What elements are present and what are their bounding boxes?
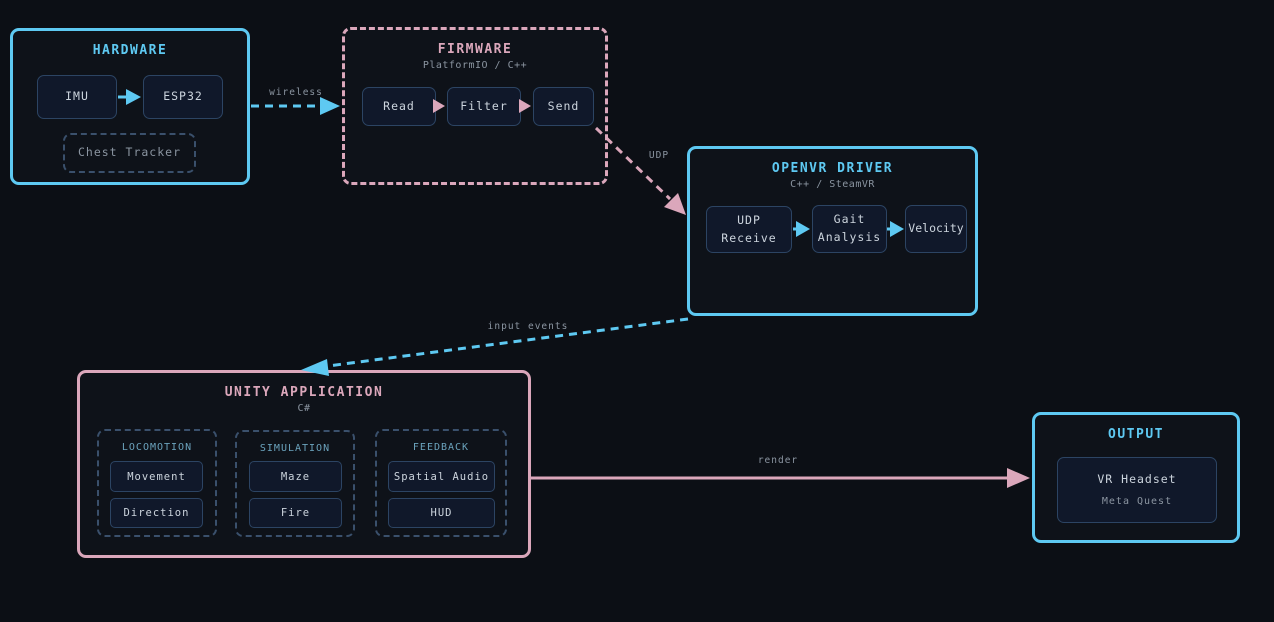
node-imu: IMU <box>37 75 117 119</box>
subgroup-simulation: SIMULATION Maze Fire <box>235 430 355 537</box>
node-fire: Fire <box>249 498 342 528</box>
simulation-title: SIMULATION <box>259 443 331 454</box>
arrow-udp <box>594 126 686 215</box>
vr-headset-label: VR Headset <box>1097 471 1177 486</box>
output-title: OUTPUT <box>1108 427 1164 442</box>
vr-headset-sublabel: Meta Quest <box>1101 495 1173 507</box>
firmware-subtitle: PlatformIO / C++ <box>422 60 528 71</box>
unity-subtitle: C# <box>297 403 311 414</box>
node-direction: Direction <box>110 498 203 528</box>
node-chest-tracker: Chest Tracker <box>63 133 196 173</box>
locomotion-title: LOCOMOTION <box>121 442 193 453</box>
edge-label-udp: UDP <box>648 150 670 161</box>
group-openvr-driver: OPENVR DRIVER C++ / SteamVR UDP Receive … <box>687 146 978 316</box>
group-output: OUTPUT VR Headset Meta Quest <box>1032 412 1240 543</box>
feedback-title: FEEDBACK <box>412 442 470 453</box>
firmware-title: FIRMWARE <box>437 42 513 57</box>
openvr-title: OPENVR DRIVER <box>771 161 894 176</box>
node-gait-analysis: Gait Analysis <box>812 205 887 253</box>
openvr-subtitle: C++ / SteamVR <box>790 179 875 190</box>
unity-title: UNITY APPLICATION <box>224 385 384 400</box>
node-vr-headset: VR Headset Meta Quest <box>1057 457 1217 523</box>
subgroup-feedback: FEEDBACK Spatial Audio HUD <box>375 429 507 537</box>
edge-label-render: render <box>757 455 799 466</box>
group-firmware: FIRMWARE PlatformIO / C++ Read Filter Se… <box>342 27 608 185</box>
group-unity-application: UNITY APPLICATION C# LOCOMOTION Movement… <box>77 370 531 558</box>
hardware-title: HARDWARE <box>92 43 168 58</box>
node-spatial-audio: Spatial Audio <box>388 461 495 492</box>
node-send: Send <box>533 87 594 126</box>
arrowhead-icon <box>1007 468 1030 488</box>
edge-label-wireless: wireless <box>269 87 323 98</box>
node-filter: Filter <box>447 87 521 126</box>
edge-label-input-events: input events <box>487 321 569 332</box>
arrowhead-icon <box>664 193 686 215</box>
arrow-wireless <box>251 97 340 115</box>
node-movement: Movement <box>110 461 203 492</box>
arrow-render <box>531 468 1030 488</box>
node-udp-receive: UDP Receive <box>706 206 792 253</box>
node-esp32: ESP32 <box>143 75 223 119</box>
subgroup-locomotion: LOCOMOTION Movement Direction <box>97 429 217 537</box>
node-hud: HUD <box>388 498 495 528</box>
node-read: Read <box>362 87 436 126</box>
arrowhead-icon <box>320 97 340 115</box>
node-velocity: Velocity <box>905 205 967 253</box>
node-maze: Maze <box>249 461 342 492</box>
group-hardware: HARDWARE IMU ESP32 Chest Tracker <box>10 28 250 185</box>
